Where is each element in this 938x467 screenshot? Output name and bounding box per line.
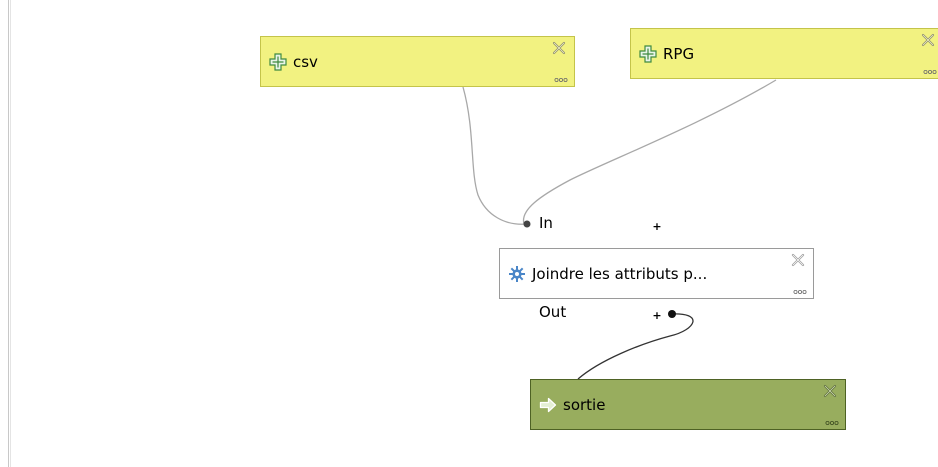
node-sortie-label: sortie bbox=[563, 395, 606, 414]
expand-inputs-button[interactable]: + bbox=[652, 220, 662, 233]
node-join-label: Joindre les attributs p... bbox=[532, 264, 708, 283]
close-icon[interactable] bbox=[823, 384, 837, 398]
canvas-left-edge-inner bbox=[10, 0, 11, 467]
more-options-icon[interactable] bbox=[554, 77, 568, 83]
more-options-icon[interactable] bbox=[793, 289, 807, 295]
more-options-icon[interactable] bbox=[923, 69, 937, 75]
more-options-icon[interactable] bbox=[825, 420, 839, 426]
arrow-right-icon bbox=[539, 397, 557, 412]
canvas-left-edge bbox=[8, 0, 9, 467]
link-out-to-sortie bbox=[577, 313, 694, 380]
close-icon[interactable] bbox=[552, 41, 566, 55]
close-icon[interactable] bbox=[921, 33, 935, 47]
node-csv-label: csv bbox=[293, 52, 318, 71]
close-icon[interactable] bbox=[791, 253, 805, 267]
link-csv-to-in bbox=[462, 86, 528, 225]
node-rpg[interactable]: RPG bbox=[630, 28, 938, 79]
expand-outputs-button[interactable]: + bbox=[652, 309, 662, 322]
plus-cross-icon bbox=[639, 44, 657, 63]
node-sortie[interactable]: sortie bbox=[530, 379, 846, 430]
node-rpg-label: RPG bbox=[663, 44, 695, 63]
link-rpg-to-in bbox=[522, 79, 777, 225]
node-join-attributes[interactable]: Joindre les attributs p... bbox=[499, 248, 814, 299]
node-csv[interactable]: csv bbox=[260, 36, 575, 87]
in-port-dot bbox=[523, 220, 531, 228]
plus-cross-icon bbox=[269, 52, 287, 71]
input-port-label: In bbox=[539, 214, 553, 232]
output-port-label: Out bbox=[539, 303, 567, 321]
out-port-dot bbox=[668, 310, 676, 318]
gear-icon bbox=[509, 265, 525, 282]
